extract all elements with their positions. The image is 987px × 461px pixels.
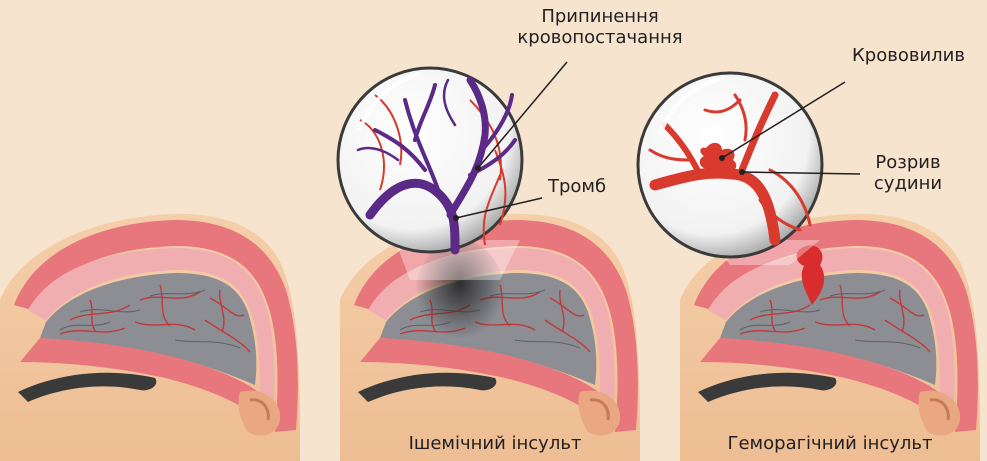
rupture-dot — [739, 169, 745, 175]
hemorrhagic-magnifier — [638, 73, 822, 257]
thrombus-dot — [453, 215, 459, 221]
thrombus-label: Тромб — [548, 176, 606, 197]
supply-stop-line2: кровопостачання — [500, 27, 700, 48]
hemorrhagic-caption: Геморагічний інсульт — [700, 433, 960, 454]
supply-stop-dot — [475, 165, 481, 171]
supply-stop-line1: Припинення — [500, 6, 700, 27]
hemorrhage-label: Крововилив — [852, 45, 965, 66]
healthy-head — [0, 214, 300, 461]
rupture-label: Розрив судини — [858, 152, 958, 194]
supply-stop-label: Припинення кровопостачання — [500, 6, 700, 48]
hemorrhage-dot — [719, 155, 725, 161]
rupture-line2: судини — [858, 173, 958, 194]
ischemic-caption: Ішемічний інсульт — [380, 433, 610, 454]
ischemic-magnifier — [338, 68, 522, 252]
rupture-line1: Розрив — [858, 152, 958, 173]
